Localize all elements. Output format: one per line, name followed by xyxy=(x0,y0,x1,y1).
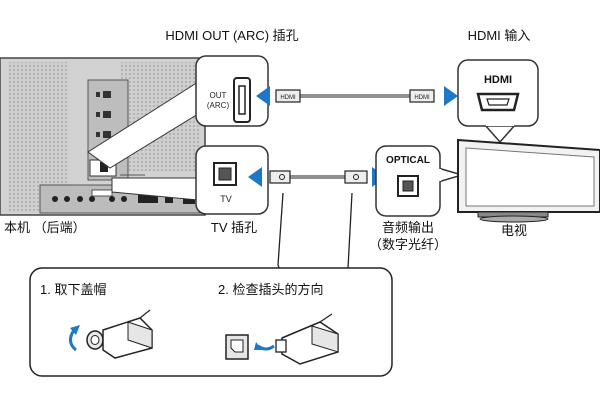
unit-rear-panel xyxy=(0,57,206,216)
hdmi-plug-label-left: HDMI xyxy=(280,95,296,101)
tv-jack-callout: TV xyxy=(111,145,269,215)
label-unit-rear: 本机 （后端） xyxy=(4,220,86,235)
label-hdmi-out: HDMI OUT (ARC) 插孔 xyxy=(165,28,298,43)
step-2-label: 2. 检查插头的方向 xyxy=(218,282,323,297)
label-tv: 电视 xyxy=(501,223,527,238)
tv-set xyxy=(457,138,600,223)
step-1-illustration xyxy=(69,309,153,359)
label-optical-out-1: 音频输出 xyxy=(382,220,434,235)
arrow-to-hdmi-out xyxy=(256,86,270,106)
detail-panel: 1. 取下盖帽 2. 检查插头的方向 xyxy=(29,267,393,377)
arrow-to-hdmi-in xyxy=(444,86,458,106)
optical-cable xyxy=(269,170,368,184)
arrow-to-tv-jack xyxy=(248,167,262,187)
step-2-illustration xyxy=(225,313,339,365)
tv-port-label: TV xyxy=(220,194,232,204)
label-optical-out-2: （数字光纤） xyxy=(369,237,447,252)
hdmi-in-callout: HDMI xyxy=(457,59,539,144)
hdmi-plug-label-right: HDMI xyxy=(414,95,430,101)
out-port-label-line1: OUT xyxy=(210,91,227,100)
hdmi-out-callout: OUT (ARC) xyxy=(87,55,269,169)
optical-badge: OPTICAL xyxy=(386,155,430,166)
label-hdmi-in: HDMI 输入 xyxy=(468,28,531,43)
optical-out-callout: OPTICAL xyxy=(375,145,465,217)
hdmi-cable: HDMI HDMI xyxy=(275,89,435,103)
hdmi-in-badge: HDMI xyxy=(484,74,512,86)
out-port-label-line2: (ARC) xyxy=(207,101,230,110)
label-tv-jack: TV 插孔 xyxy=(211,220,257,235)
step-1-label: 1. 取下盖帽 xyxy=(40,282,106,297)
